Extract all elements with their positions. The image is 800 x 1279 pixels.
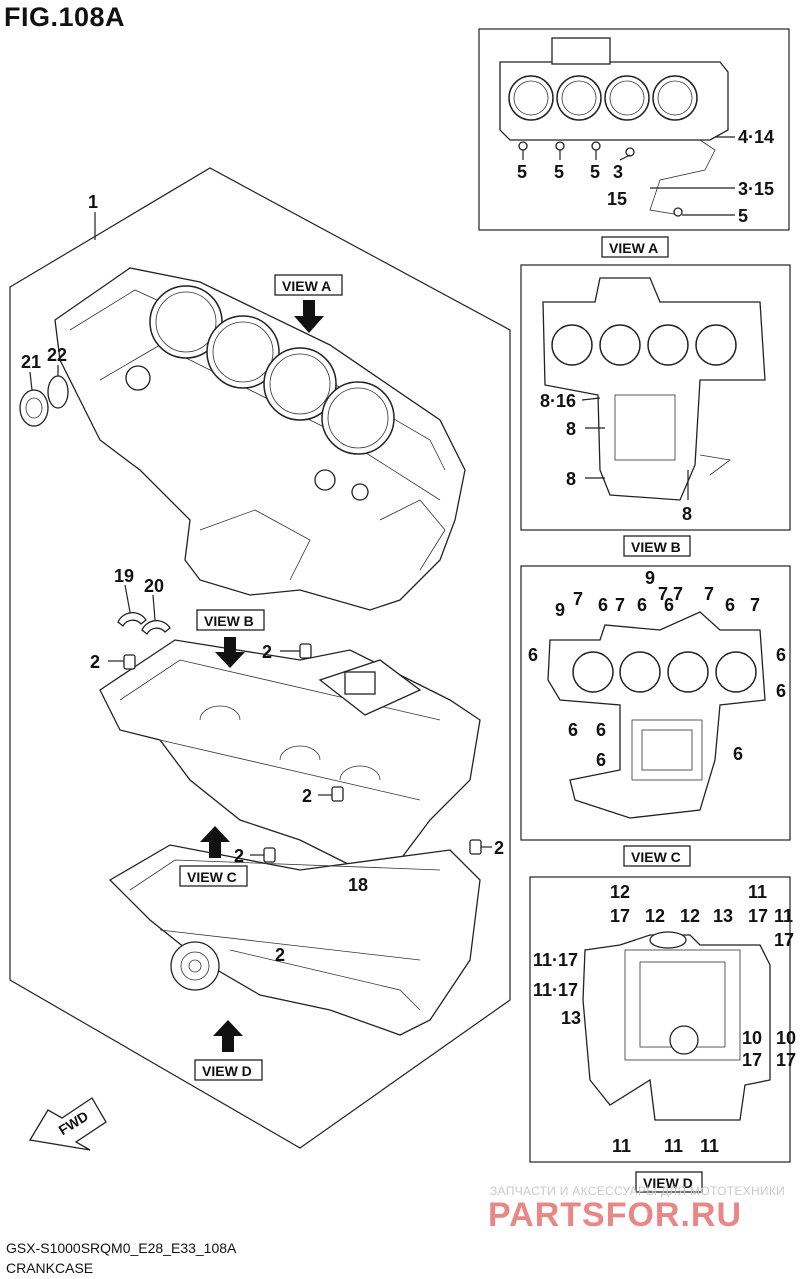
callout-2-e: 2 [494,838,504,858]
view-b-label-1: 8 [566,419,576,439]
view-c-label-8: 7 [704,584,714,604]
view-a-title: VIEW A [609,240,658,256]
view-c-label-10: 7 [750,595,760,615]
view-c-panel: VIEW C 9 7 9 7 6 7 6 7 7 6 7 6 6 6 6 6 6… [520,565,791,867]
view-d-label-11: 13 [561,1008,581,1028]
view-d-label-17: 11 [664,1136,683,1156]
callout-2-b: 2 [262,642,272,662]
view-c-label-7: 7 [673,584,683,604]
view-d-label-5: 11 [748,882,767,902]
view-d-label-16: 11 [612,1136,631,1156]
assembly-frame [9,167,511,1149]
view-c-label-6: 6 [637,595,647,615]
view-a-label-1: 5 [554,162,564,182]
callout-2-d: 2 [234,846,244,866]
callout-2-f: 2 [275,945,285,965]
fwd-arrow-icon: FWD [28,1097,107,1151]
main-exploded-view: FWD VIEW A VIEW B VIEW C VIEW D 1 21 22 … [9,167,511,1151]
view-c-label-18: 6 [664,595,674,615]
figure-name: CRANKCASE [6,1260,94,1276]
view-d-title: VIEW D [643,1175,693,1191]
view-a-label-4: 15 [607,189,627,209]
view-c-title: VIEW C [631,849,681,865]
view-c-label-15: 6 [596,720,606,740]
watermark-logo: PARTSFOR.RU [488,1196,743,1234]
main-view-c-tag: VIEW C [187,869,237,885]
view-d-label-1: 17 [610,906,630,926]
view-d-label-7: 11 [774,906,793,926]
view-d-label-6: 17 [748,906,768,926]
view-c-label-2: 9 [555,600,565,620]
main-view-tags: VIEW A VIEW B VIEW C VIEW D [179,274,343,1081]
figure-title: FIG.108A [4,2,126,32]
view-c-label-1: 7 [573,589,583,609]
view-d-label-3: 12 [680,906,700,926]
view-c-label-5: 7 [658,584,668,604]
view-b-label-0: 8·16 [540,391,576,411]
view-d-label-9: 11·17 [533,950,578,970]
main-view-b-tag: VIEW B [204,613,254,629]
watermark-caption: ЗАПЧАСТИ И АКСЕССУАРЫ ДЛЯ МОТОТЕХНИКИ [490,1184,786,1198]
figure-code: GSX-S1000SRQM0_E28_E33_108A [6,1240,237,1256]
view-c-label-13: 6 [776,681,786,701]
view-a-label-3: 3 [613,162,623,182]
callout-2-a: 2 [90,652,100,672]
lower-crankcase [99,639,481,871]
view-b-panel: VIEW B 8·16 8 8 8 [520,264,791,557]
main-view-a-tag: VIEW A [282,278,331,294]
main-view-d-tag: VIEW D [202,1063,252,1079]
callout-19: 19 [114,566,134,586]
view-d-label-18: 11 [700,1136,719,1156]
view-b-label-3: 8 [682,504,692,524]
view-b-label-2: 8 [566,469,576,489]
view-b-title: VIEW B [631,539,681,555]
main-callouts: 1 21 22 19 20 2 2 2 2 2 2 18 [21,192,504,965]
view-a-label-0: 5 [517,162,527,182]
callout-1: 1 [88,192,98,212]
view-c-label-4: 6 [598,595,608,615]
view-c-label-3: 7 [615,595,625,615]
view-c-label-9: 6 [725,595,735,615]
upper-crankcase [54,267,466,611]
view-d-label-13: 17 [742,1050,762,1070]
callout-18: 18 [348,875,368,895]
view-c-label-14: 6 [568,720,578,740]
view-d-label-14: 10 [776,1028,796,1048]
view-a-label-5: 4·14 [738,127,774,147]
view-d-label-10: 11·17 [533,980,578,1000]
view-d-label-4: 13 [713,906,733,926]
view-c-label-11: 6 [528,645,538,665]
view-a-label-6: 3·15 [738,179,774,199]
view-d-label-0: 12 [610,882,630,902]
view-d-panel: VIEW D 12 17 12 12 13 11 17 11 17 11·17 … [529,876,796,1193]
view-c-label-17: 6 [733,744,743,764]
callout-22: 22 [47,345,67,365]
view-c-label-12: 6 [776,645,786,665]
view-d-label-2: 12 [645,906,665,926]
crankcase-bottom [108,844,481,1036]
view-d-label-8: 17 [774,930,794,950]
view-arrows [200,300,324,1052]
callout-21: 21 [21,352,41,372]
view-a-label-2: 5 [590,162,600,182]
view-c-label-16: 6 [596,750,606,770]
view-c-label-0: 9 [645,568,655,588]
callout-20: 20 [144,576,164,596]
crank-bearings [117,584,171,635]
plug-and-gasket [19,365,69,427]
view-a-panel: VIEW A 5 5 5 3 15 4·14 3·15 5 [478,28,790,258]
view-d-label-12: 10 [742,1028,762,1048]
view-d-label-15: 17 [776,1050,796,1070]
view-a-label-7: 5 [738,206,748,226]
callout-2-c: 2 [302,786,312,806]
